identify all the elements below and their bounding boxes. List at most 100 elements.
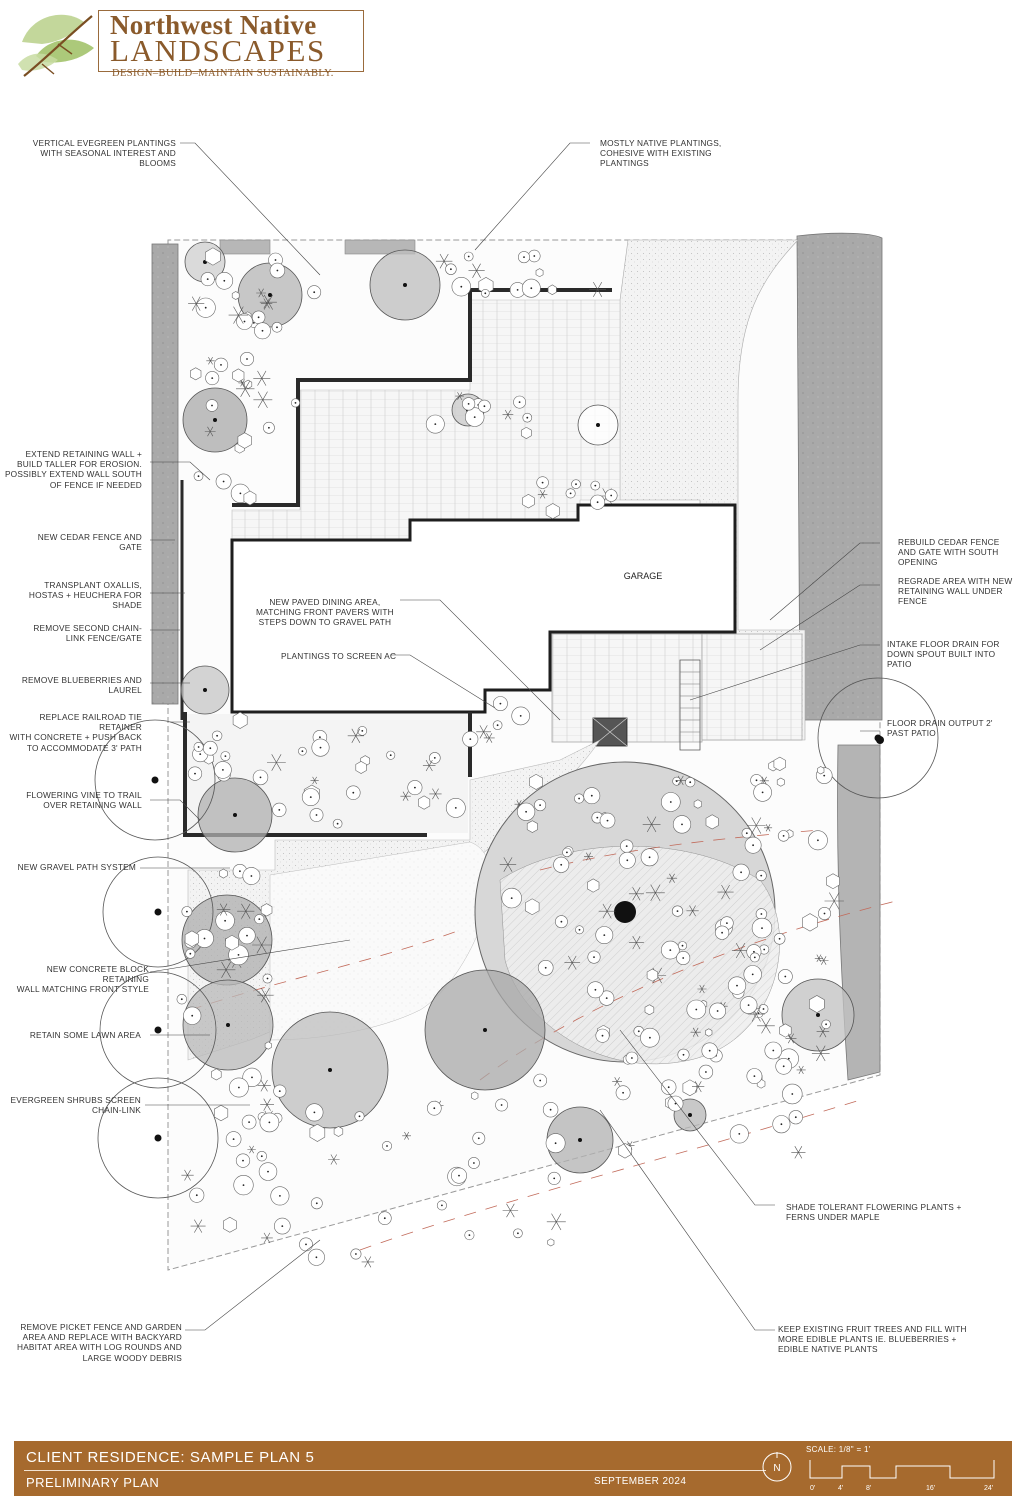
note-vertical-evergreen: VERTICAL EVEGREEN PLANTINGS WITH SEASONA… [32,138,176,169]
note-new-cedar-fence: NEW CEDAR FENCE AND GATE [37,532,142,553]
shrub-center [238,1086,240,1089]
shrub-center [315,1202,318,1205]
shrub-center [539,1079,542,1082]
shrub-center [261,329,264,332]
shrub-center [278,1090,281,1092]
shrub-center [279,1195,281,1197]
shrub-center [477,1137,480,1140]
shrub-center [460,285,463,288]
shrub-center [319,736,321,739]
tree-trunk [483,1028,487,1032]
shrub-center [496,724,499,727]
perennial-symbol [816,1026,830,1038]
shrub-center [603,934,606,936]
perennial-symbol [236,380,255,397]
shrub-center [569,492,572,495]
shrub-center [594,988,597,991]
plan-title: CLIENT RESIDENCE: SAMPLE PLAN 5 [26,1449,315,1466]
tree-trunk [578,1138,582,1142]
shrub-center [281,1225,284,1227]
groundcover-symbol [231,291,240,300]
shrub-center [499,702,502,705]
perennial-symbol [267,754,286,771]
shrub-center [682,1053,685,1056]
floor-drain [876,736,884,744]
shrub-center [669,801,672,803]
groundcover-symbol [205,247,221,266]
note-remove-chainlink: REMOVE SECOND CHAIN- LINK FENCE/GATE [33,623,142,644]
groundcover-symbol [232,711,248,729]
tree-canopy [97,1077,219,1199]
shrub-center [267,1170,269,1173]
perennial-symbol [785,1033,797,1044]
groundcover-symbol [817,766,825,775]
shrub-center [309,796,312,798]
shrub-center [268,1121,271,1124]
shrub-center [626,859,629,862]
shrub-center [276,326,278,329]
shrub-center [250,875,253,877]
shrub-center [203,937,206,940]
shrub-center [738,1133,741,1135]
perennial-symbol [537,489,548,499]
shrub-center [523,256,525,258]
shrub-center [823,774,826,777]
perennial-symbol [818,956,829,965]
shrub-center [450,268,452,271]
perennial-symbol [206,357,215,365]
groundcover-symbol [802,913,818,932]
tree-trunk [596,423,600,427]
shrub-center [553,1177,556,1180]
shrub-center [721,931,723,934]
shrub-center [622,1091,624,1094]
shrub-center [782,835,785,837]
shrub-center [736,984,738,987]
shrub-center [755,779,758,782]
shrub-center [251,1076,253,1079]
shrub-center [211,377,214,379]
groundcover-symbol [705,814,719,830]
tree-trunk [403,283,407,287]
groundcover-symbol [773,756,786,771]
tree-trunk [154,908,162,916]
shrub-center [274,259,277,261]
shrub-center [575,483,577,486]
shrub-center [674,1102,677,1105]
note-concrete-block-wall: NEW CONCRETE BLOCK RETAINING WALL MATCHI… [16,964,149,995]
shrub-center [747,1004,750,1006]
patio-pavers [701,633,803,741]
shrub-center [593,956,595,958]
note-flowering-vine: FLOWERING VINE TO TRAIL OVER RETAINING W… [26,790,142,811]
shrub-center [526,416,529,419]
shrub-center [315,814,318,816]
retaining-wall-north [232,288,612,507]
shrub-center [605,997,608,999]
perennial-symbol [546,1213,566,1231]
perennial-symbol [188,296,205,311]
tree-trunk [203,688,207,692]
shrub-center [533,255,536,257]
perennial-symbol [190,1219,206,1233]
perennial-symbol [216,961,236,978]
shrub-center [761,927,763,929]
shrub-center [541,481,544,484]
perennial-symbol [259,294,277,310]
groundcover-symbol [529,773,544,790]
plan-subtitle: PRELIMINARY PLAN [26,1475,160,1490]
shrub-center [467,255,470,258]
perennial-symbol [564,955,581,970]
shrub-center [220,364,222,366]
perennial-symbol [791,1146,806,1159]
perennial-symbol [747,817,766,834]
shrub-center [530,287,533,290]
perennial-symbol [435,253,453,269]
perennial-symbol [328,1154,340,1165]
perennial-symbol [686,905,699,917]
shrub-center [191,1014,194,1017]
perennial-symbol [257,1079,271,1092]
shrub-center [610,494,613,497]
shrub-center [204,306,207,309]
shrub-center [197,746,200,748]
perennial-symbol [237,903,255,919]
shrub-center [383,1217,386,1220]
